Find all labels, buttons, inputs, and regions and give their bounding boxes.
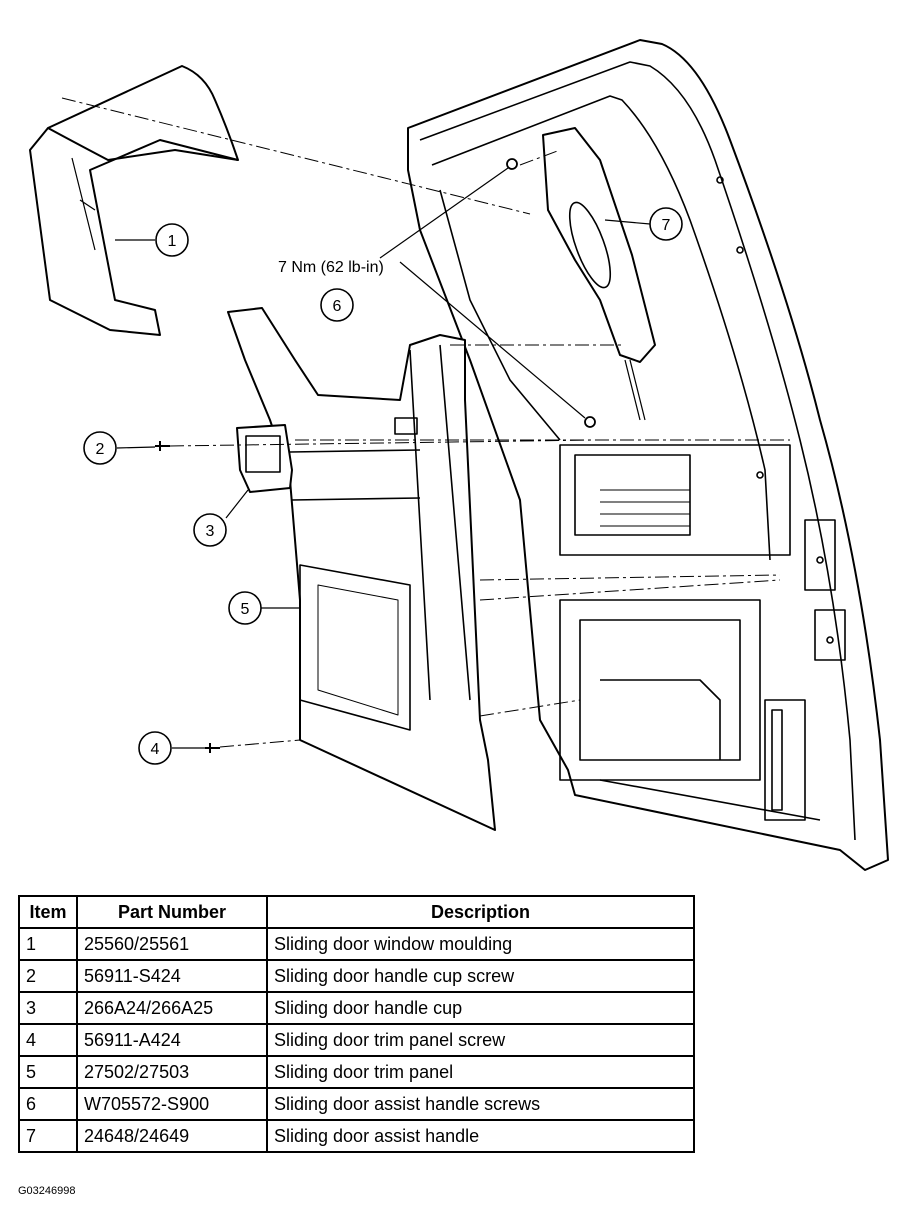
callout-5: 5 <box>228 591 262 625</box>
cell-description: Sliding door trim panel screw <box>266 1023 695 1057</box>
cell-part-number: 266A24/266A25 <box>76 991 268 1025</box>
svg-text:6: 6 <box>333 298 342 315</box>
table-row: 6 W705572-S900 Sliding door assist handl… <box>18 1087 695 1121</box>
callout-7: 7 <box>649 207 683 241</box>
cell-description: Sliding door assist handle screws <box>266 1087 695 1121</box>
cell-description: Sliding door trim panel <box>266 1055 695 1089</box>
sliding-door-shell <box>407 39 889 871</box>
assist-handle <box>542 127 656 421</box>
callout-1: 1 <box>155 223 189 257</box>
svg-text:7: 7 <box>662 217 671 234</box>
table-row: 7 24648/24649 Sliding door assist handle <box>18 1119 695 1153</box>
header-part-number: Part Number <box>76 895 268 929</box>
leader-lines <box>115 167 651 749</box>
callout-3: 3 <box>193 513 227 547</box>
header-description: Description <box>266 895 695 929</box>
callout-4: 4 <box>138 731 172 765</box>
table-header-row: Item Part Number Description <box>18 895 695 929</box>
cell-description: Sliding door window moulding <box>266 927 695 961</box>
cell-item: 3 <box>18 991 78 1025</box>
cell-description: Sliding door handle cup screw <box>266 959 695 993</box>
figure-id: G03246998 <box>18 1185 76 1197</box>
window-moulding <box>29 65 239 336</box>
cell-part-number: 56911-A424 <box>76 1023 268 1057</box>
cell-description: Sliding door handle cup <box>266 991 695 1025</box>
callout-6: 6 <box>320 288 354 322</box>
cell-item: 2 <box>18 959 78 993</box>
screw-item-6-upper <box>506 158 518 170</box>
callout-2: 2 <box>83 431 117 465</box>
cell-part-number: 27502/27503 <box>76 1055 268 1089</box>
cell-part-number: 25560/25561 <box>76 927 268 961</box>
screw-item-6-lower <box>584 416 596 428</box>
cell-item: 6 <box>18 1087 78 1121</box>
table-row: 2 56911-S424 Sliding door handle cup scr… <box>18 959 695 993</box>
torque-spec-label: 7 Nm (62 lb-in) <box>278 259 384 276</box>
svg-text:3: 3 <box>206 523 215 540</box>
table-row: 3 266A24/266A25 Sliding door handle cup <box>18 991 695 1025</box>
exploded-view-diagram: 1 2 3 4 5 6 7 7 Nm (62 lb-in) <box>29 39 889 871</box>
svg-text:1: 1 <box>168 233 177 250</box>
table-row: 1 25560/25561 Sliding door window mouldi… <box>18 927 695 961</box>
table-row: 4 56911-A424 Sliding door trim panel scr… <box>18 1023 695 1057</box>
screw-item-4 <box>205 743 220 753</box>
cell-part-number: 56911-S424 <box>76 959 268 993</box>
cell-description: Sliding door assist handle <box>266 1119 695 1153</box>
svg-text:5: 5 <box>241 601 250 618</box>
handle-cup <box>236 424 293 493</box>
cell-item: 1 <box>18 927 78 961</box>
cell-item: 7 <box>18 1119 78 1153</box>
cell-item: 4 <box>18 1023 78 1057</box>
table-row: 5 27502/27503 Sliding door trim panel <box>18 1055 695 1089</box>
cell-item: 5 <box>18 1055 78 1089</box>
cell-part-number: 24648/24649 <box>76 1119 268 1153</box>
svg-text:2: 2 <box>96 441 105 458</box>
screw-item-2 <box>155 441 170 451</box>
header-item: Item <box>18 895 78 929</box>
alignment-lines <box>61 97 790 748</box>
cell-part-number: W705572-S900 <box>76 1087 268 1121</box>
parts-table: Item Part Number Description 1 25560/255… <box>18 895 695 1153</box>
trim-panel <box>227 307 496 831</box>
svg-text:4: 4 <box>151 741 160 758</box>
